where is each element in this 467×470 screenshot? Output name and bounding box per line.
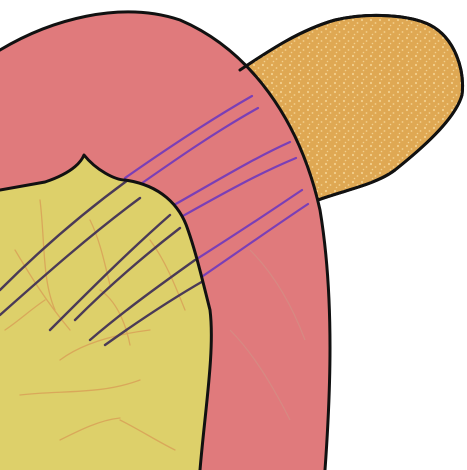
illustration-canvas (0, 0, 467, 470)
illustration (0, 0, 467, 470)
